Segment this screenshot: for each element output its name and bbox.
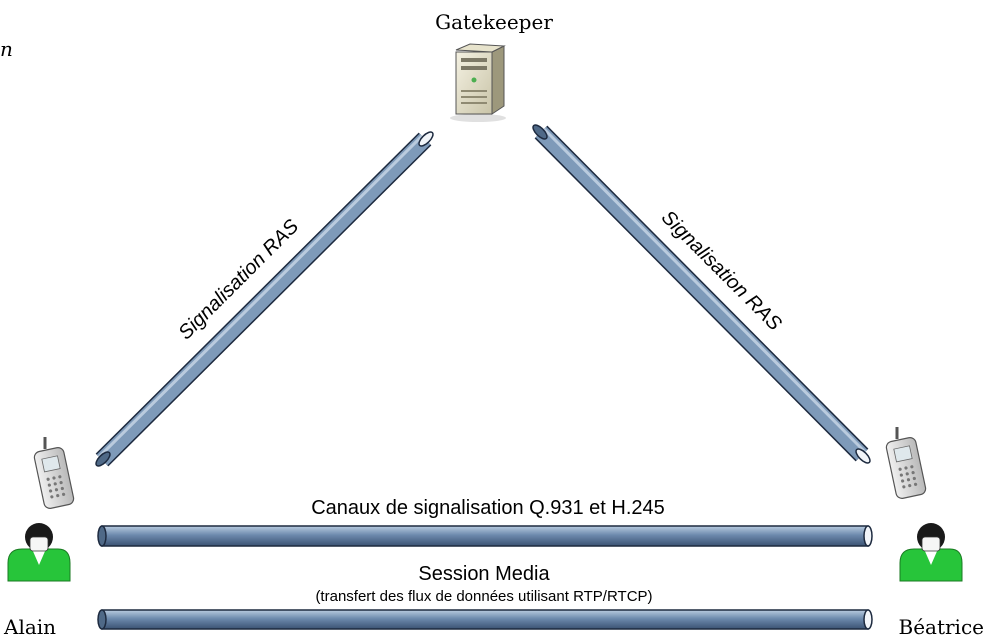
media-session-pipe [97,609,873,630]
user-icon [899,523,963,582]
gatekeeper-label: Gatekeeper [435,10,553,34]
ras-left-pipe [95,131,434,467]
media-session-sublabel: (transfert des flux de données utilisant… [315,588,652,605]
ras-right-pipe [532,124,871,464]
corner-fragment-text: n [0,37,13,61]
alain-label: Alain [3,615,56,639]
signaling-channel-label: Canaux de signalisation Q.931 et H.245 [311,497,665,519]
signaling-channel-pipe [97,525,873,547]
mobile-phone-icon [33,437,75,509]
beatrice-label: Béatrice [899,615,985,639]
user-icon [7,523,71,582]
media-session-label: Session Media [418,563,550,585]
mobile-phone-icon [885,427,927,499]
server-icon [450,43,506,122]
